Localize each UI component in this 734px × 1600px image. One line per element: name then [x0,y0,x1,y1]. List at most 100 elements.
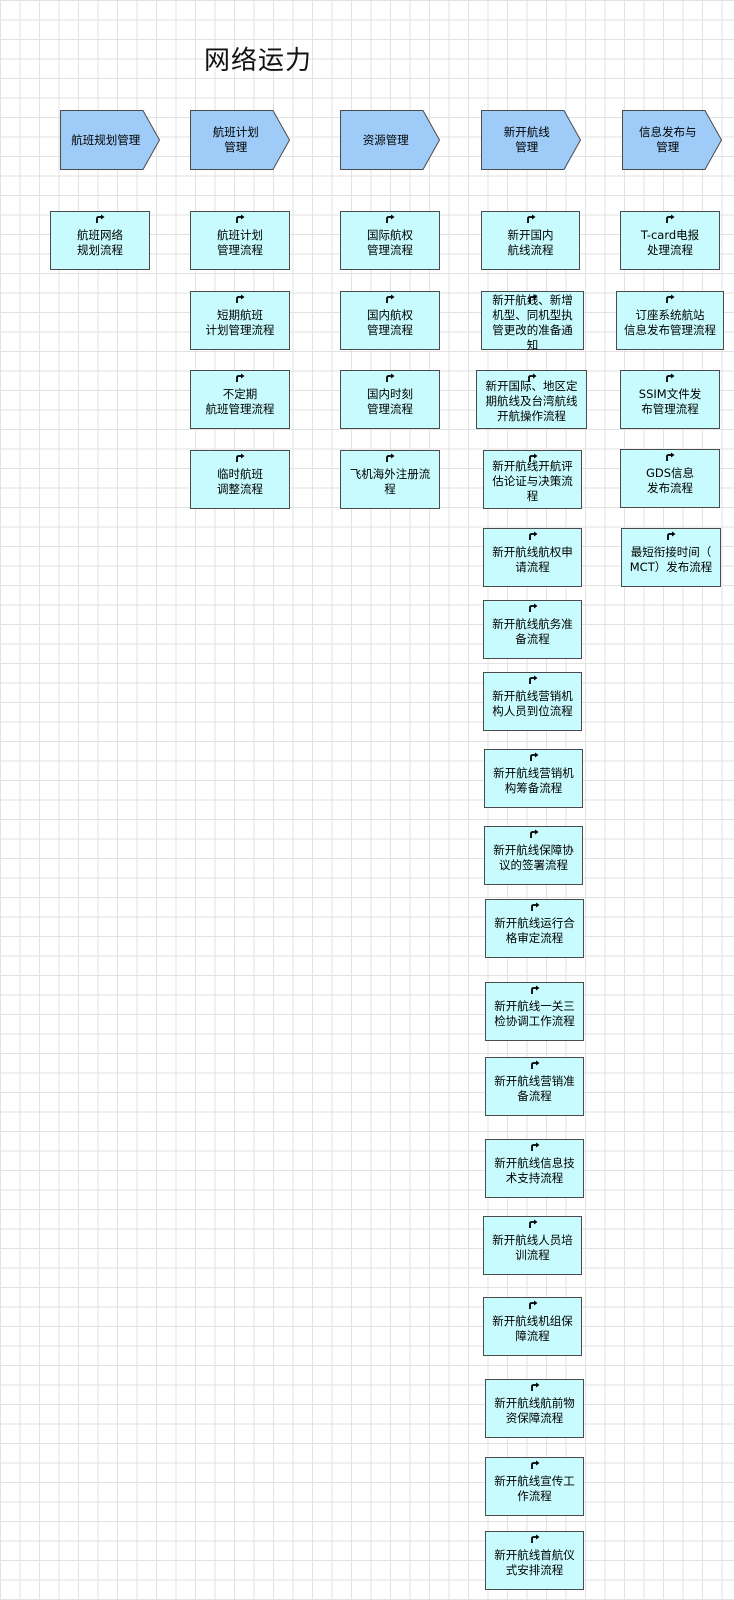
process-box[interactable]: GDS信息 发布流程 [620,449,720,508]
process-label: 新开国际、地区定 期航线及台湾航线 开航操作流程 [485,379,578,423]
process-box[interactable]: 新开航线航权申 请流程 [483,528,582,587]
process-label: 航班计划 管理流程 [217,227,263,257]
process-box[interactable]: 新开航线一关三 检协调工作流程 [485,982,584,1041]
process-link-icon [529,752,539,761]
process-box[interactable]: 新开航线信息技 术支持流程 [485,1139,584,1198]
process-link-icon [385,214,395,223]
process-box[interactable]: 新开航线开航评 估论证与决策流 程 [483,450,582,509]
process-box[interactable]: 新开航线、新增 机型、同机型执 管更改的准备通 知 [481,291,584,352]
process-box[interactable]: 新开航线宣传工 作流程 [485,1457,584,1516]
lane-header-shape [622,110,723,170]
process-box[interactable]: 国内时刻 管理流程 [340,370,440,429]
diagram-title: 网络运力 [204,46,313,76]
lane-header-label: 信息发布与 管理 [639,125,697,154]
process-box[interactable]: 航班网络 规划流程 [50,211,150,270]
process-box[interactable]: 新开航线航前物 资保障流程 [485,1379,584,1438]
process-box[interactable]: 新开航线首航仪 式安排流程 [485,1531,584,1590]
process-box[interactable]: 航班计划 管理流程 [190,211,290,270]
process-link-icon [235,294,245,303]
process-box[interactable]: T-card电报 处理流程 [620,211,720,270]
process-link-icon [95,214,105,223]
process-label: 新开航线宣传工 作流程 [494,1473,575,1503]
process-link-icon [530,1534,540,1543]
process-label: 新开航线一关三 检协调工作流程 [494,998,575,1028]
process-label: 新开国内 航线流程 [507,227,554,257]
process-link-icon [528,453,538,462]
process-box[interactable]: 新开航线营销机 构人员到位流程 [483,672,582,731]
process-label: 新开航线首航仪 式安排流程 [494,1547,575,1577]
process-box[interactable]: 新开航线运行合 格审定流程 [485,899,584,958]
lane-header-label: 航班规划管理 [71,132,141,147]
process-label: 最短衔接时间（ MCT）发布流程 [629,544,713,574]
process-link-icon [385,453,395,462]
process-link-icon [235,453,245,462]
process-link-icon [665,214,675,223]
process-link-icon [665,452,675,461]
process-link-icon [385,373,395,382]
process-box[interactable]: 国内航权 管理流程 [340,291,440,350]
process-label: 短期航班 计划管理流程 [205,307,275,337]
process-box[interactable]: 新开航线营销准 备流程 [485,1057,584,1116]
lane-header-label: 资源管理 [362,132,409,147]
process-box[interactable]: 新开航线航务准 备流程 [483,600,582,659]
process-box[interactable]: 新开航线营销机 构筹备流程 [484,749,583,808]
process-link-icon [530,1060,540,1069]
lane-header-shape [60,110,161,170]
process-link-icon [528,1219,538,1228]
process-link-icon [530,902,540,911]
process-link-icon [526,214,536,223]
process-link-icon [235,214,245,223]
process-label: 新开航线开航评 估论证与决策流 程 [492,459,573,503]
process-box[interactable]: 国际航权 管理流程 [340,211,440,270]
lane-header-info-publishing-mgmt[interactable]: 信息发布与 管理 [622,110,723,170]
process-link-icon [527,373,537,382]
process-label: 订座系统航站 信息发布管理流程 [624,307,716,337]
process-label: 新开航线航权申 请流程 [492,544,573,574]
process-label: 新开航线航前物 资保障流程 [494,1395,575,1425]
process-box[interactable]: 新开国际、地区定 期航线及台湾航线 开航操作流程 [476,370,587,429]
lane-header-flight-schedule-mgmt[interactable]: 航班计划 管理 [190,110,291,170]
process-label: 新开航线保障协 议的签署流程 [493,842,574,872]
process-link-icon [530,1460,540,1469]
process-label: 新开航线人员培 训流程 [492,1232,573,1262]
process-box[interactable]: 新开航线机组保 障流程 [483,1297,582,1356]
process-box[interactable]: 不定期 航班管理流程 [190,370,290,429]
process-label: T-card电报 处理流程 [640,227,700,257]
process-label: 新开航线信息技 术支持流程 [494,1155,575,1185]
process-label: 国内时刻 管理流程 [367,386,413,416]
process-link-icon [385,294,395,303]
process-link-icon [530,1142,540,1151]
process-box[interactable]: SSIM文件发 布管理流程 [620,370,720,429]
process-link-icon [528,603,538,612]
lane-header-resource-mgmt[interactable]: 资源管理 [340,110,441,170]
process-box[interactable]: 新开航线人员培 训流程 [483,1216,582,1275]
process-label: 不定期 航班管理流程 [205,386,275,416]
process-label: 国内航权 管理流程 [367,307,413,337]
lane-header-new-route-mgmt[interactable]: 新开航线 管理 [481,110,582,170]
process-label: 新开航线营销机 构人员到位流程 [492,688,573,718]
process-box[interactable]: 飞机海外注册流 程 [340,450,440,509]
lane-header-shape [481,110,582,170]
process-link-icon [528,531,538,540]
process-box[interactable]: 短期航班 计划管理流程 [190,291,290,350]
process-label: 新开航线机组保 障流程 [492,1313,573,1343]
process-box[interactable]: 新开航线保障协 议的签署流程 [484,826,583,885]
process-label: 飞机海外注册流 程 [349,466,431,496]
lane-header-shape [340,110,441,170]
process-link-icon [235,373,245,382]
process-label: 新开航线航务准 备流程 [492,616,573,646]
process-box[interactable]: 订座系统航站 信息发布管理流程 [616,291,724,350]
process-label: 新开航线、新增 机型、同机型执 管更改的准备通 知 [492,292,573,352]
process-link-icon [528,675,538,684]
process-box[interactable]: 临时航班 调整流程 [190,450,290,509]
lane-header-flight-network-planning[interactable]: 航班规划管理 [60,110,161,170]
process-link-icon [529,829,539,838]
process-link-icon [530,985,540,994]
lane-header-label: 航班计划 管理 [212,125,259,154]
process-label: 航班网络 规划流程 [77,227,123,257]
process-link-icon [528,1300,538,1309]
process-box[interactable]: 最短衔接时间（ MCT）发布流程 [621,528,721,587]
process-box[interactable]: 新开国内 航线流程 [481,211,580,270]
process-label: 临时航班 调整流程 [217,466,263,496]
